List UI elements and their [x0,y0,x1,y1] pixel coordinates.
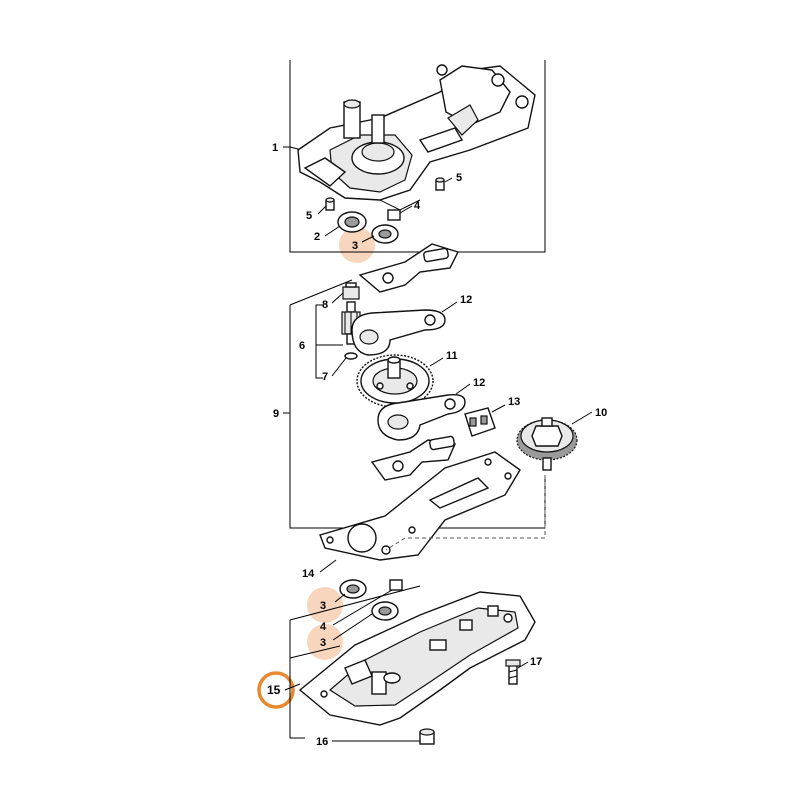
ball-bearing-lower-a [339,579,367,599]
screw [505,659,521,685]
highlight-marker-15 [257,671,295,709]
plug [419,728,435,745]
small-washer [344,352,358,360]
connecting-rod-top [351,309,446,356]
needle-bearing-top [387,209,401,221]
callout-3c: 3 [320,637,326,649]
callout-7: 7 [322,371,328,383]
ball-bearing-top [371,224,399,244]
callout-12a: 12 [460,294,472,306]
group-bracket-1 [289,60,546,253]
callout-8: 8 [322,299,328,311]
highlight-marker-3c [307,624,343,660]
top-shim-plate [358,243,459,293]
callout-2: 2 [314,231,320,243]
callout-5a: 5 [456,172,462,184]
assembly-guide-line [385,475,546,551]
callout-1: 1 [272,142,278,154]
callout-13: 13 [508,396,520,408]
lower-shim-plate [370,435,457,481]
connecting-rod-bottom [377,393,466,441]
callout-3a: 3 [352,240,358,252]
callout-17: 17 [530,656,542,668]
callout-11: 11 [446,350,458,362]
drive-gear [516,417,578,471]
gear-cover [298,591,536,726]
dowel-pin-right [435,177,445,191]
callout-4a: 4 [414,200,421,212]
callout-6: 6 [299,340,305,352]
highlight-marker-3b [307,587,343,623]
callout-14: 14 [302,568,315,580]
group-bracket-6 [315,304,323,379]
callout-4b: 4 [320,621,327,633]
group-bracket-bottom [289,620,305,739]
callout-12b: 12 [473,377,485,389]
shaft-seal [337,211,367,233]
ball-bearing-lower-b [371,601,399,621]
callout-9: 9 [273,408,279,420]
callout-3b: 3 [320,600,326,612]
callout-16: 16 [316,736,328,748]
callout-10: 10 [595,407,607,419]
callout-15: 15 [267,683,281,697]
gasket [319,451,521,561]
needle-bearing-lower [389,579,403,591]
sliding-block [464,407,496,437]
large-spur-gear [356,354,434,408]
gear-housing [297,64,536,211]
pinion-gear-top [342,282,360,300]
callout-5b: 5 [306,210,312,222]
highlight-marker-3a [339,227,375,263]
dowel-pin-left [325,197,335,211]
